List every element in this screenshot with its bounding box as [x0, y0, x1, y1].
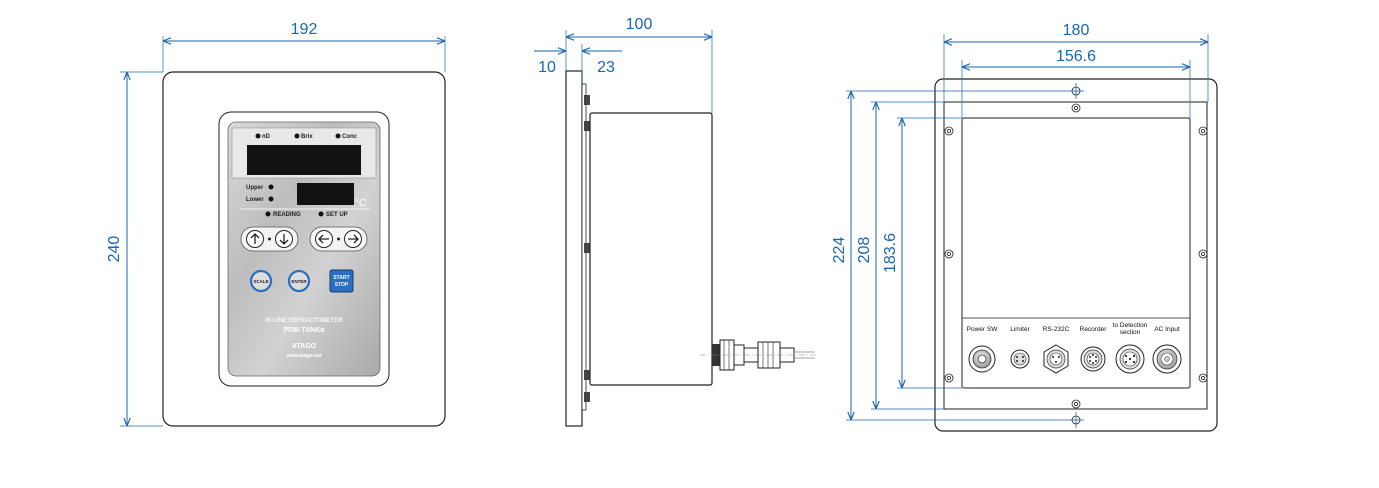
svg-text:ENTER: ENTER: [291, 279, 307, 284]
dim-100-label: 100: [626, 16, 653, 33]
scale-button[interactable]: SCALE: [249, 269, 273, 293]
dim-240-label: 240: [106, 236, 123, 263]
down-arrow-button[interactable]: [275, 230, 293, 248]
side-housing: [589, 112, 713, 386]
enter-button[interactable]: ENTER: [287, 269, 311, 293]
crosshair-hole-top: [1068, 83, 1084, 99]
keypad-dot-icon: [268, 237, 271, 241]
nd-label: nD: [262, 134, 271, 140]
up-arrow-button[interactable]: [246, 230, 264, 248]
detection-connector-icon: [1115, 344, 1145, 374]
dim-192-label: 192: [291, 21, 318, 38]
side-bracket-upper: [584, 121, 590, 131]
dim-180-label: 180: [1063, 22, 1090, 39]
arrow-up-icon: [250, 233, 260, 244]
detection-label-line1: to Detection: [1113, 322, 1148, 329]
mounting-holes: [944, 103, 1208, 409]
arrow-down-icon: [279, 234, 289, 245]
dim-10-label: 10: [538, 59, 556, 76]
brix-label: Brix: [301, 134, 313, 140]
celsius-unit: °C: [355, 198, 366, 209]
rs232c-label: RS-232C: [1043, 326, 1070, 333]
svg-text:STOP: STOP: [335, 282, 349, 288]
arrow-left-icon: [318, 234, 329, 244]
upper-label: Upper: [246, 185, 264, 191]
reading-label: READING: [273, 212, 301, 218]
rear-inner-panel: [961, 117, 1191, 389]
side-bracket-bottom: [584, 392, 590, 402]
start-stop-button[interactable]: START STOP: [329, 269, 354, 293]
front-view: nD Brix Conc Upper Lower °C READING SET …: [106, 21, 446, 427]
ac-input-connector-icon: [1152, 344, 1182, 374]
dim-183-label: 183.6: [882, 233, 899, 273]
dim-23-label: 23: [597, 59, 615, 76]
side-bracket-top: [584, 95, 590, 105]
side-flange: [565, 70, 583, 427]
lower-indicator-icon: [268, 196, 274, 202]
dim-156-label: 156.6: [1056, 48, 1096, 65]
power-sw-label: Power SW: [967, 326, 999, 333]
brix-indicator-icon: [294, 133, 300, 139]
detection-label-line2: section: [1120, 329, 1141, 336]
rs232c-connector-icon: [1043, 344, 1069, 374]
dim-208-label: 208: [856, 237, 873, 264]
cable-connector: [700, 339, 818, 371]
recorder-connector-icon: [1080, 346, 1106, 372]
product-model-label: PRM-TANKα: [283, 327, 325, 334]
limiter-label: Limiter: [1010, 326, 1030, 333]
svg-text:START: START: [333, 275, 349, 281]
brand-logo: ATAGO: [292, 343, 317, 350]
crosshair-hole-bottom: [1068, 412, 1084, 428]
main-display: [247, 145, 361, 175]
temperature-display: [297, 183, 354, 205]
brand-url: www.atago.net: [285, 353, 321, 359]
nd-indicator-icon: [255, 133, 261, 139]
setup-indicator-icon: [318, 211, 324, 217]
side-bracket-lower: [584, 370, 590, 380]
reading-indicator-icon: [265, 211, 271, 217]
right-arrow-button[interactable]: [344, 230, 362, 248]
rear-view: Power SW Limiter RS-232C Recorder to Det…: [831, 22, 1218, 432]
power-sw-connector-icon: [968, 345, 996, 373]
conc-indicator-icon: [335, 133, 341, 139]
upper-indicator-icon: [268, 184, 274, 190]
arrow-right-icon: [348, 234, 359, 244]
side-view: 100 10 23: [534, 16, 818, 427]
svg-text:SCALE: SCALE: [253, 279, 268, 284]
left-arrow-button[interactable]: [315, 230, 333, 248]
side-bracket-mid: [584, 243, 590, 253]
limiter-connector-icon: [1010, 349, 1030, 369]
dim-224-label: 224: [831, 237, 848, 264]
lower-label: Lower: [246, 197, 264, 203]
recorder-label: Recorder: [1080, 326, 1108, 333]
ac-input-label: AC Input: [1154, 326, 1179, 333]
setup-label: SET UP: [326, 212, 348, 218]
product-line-label: IN-LINE REFRACTOMETER: [265, 318, 343, 324]
conc-label: Conc: [342, 134, 358, 140]
keypad-dot-icon: [337, 237, 340, 241]
